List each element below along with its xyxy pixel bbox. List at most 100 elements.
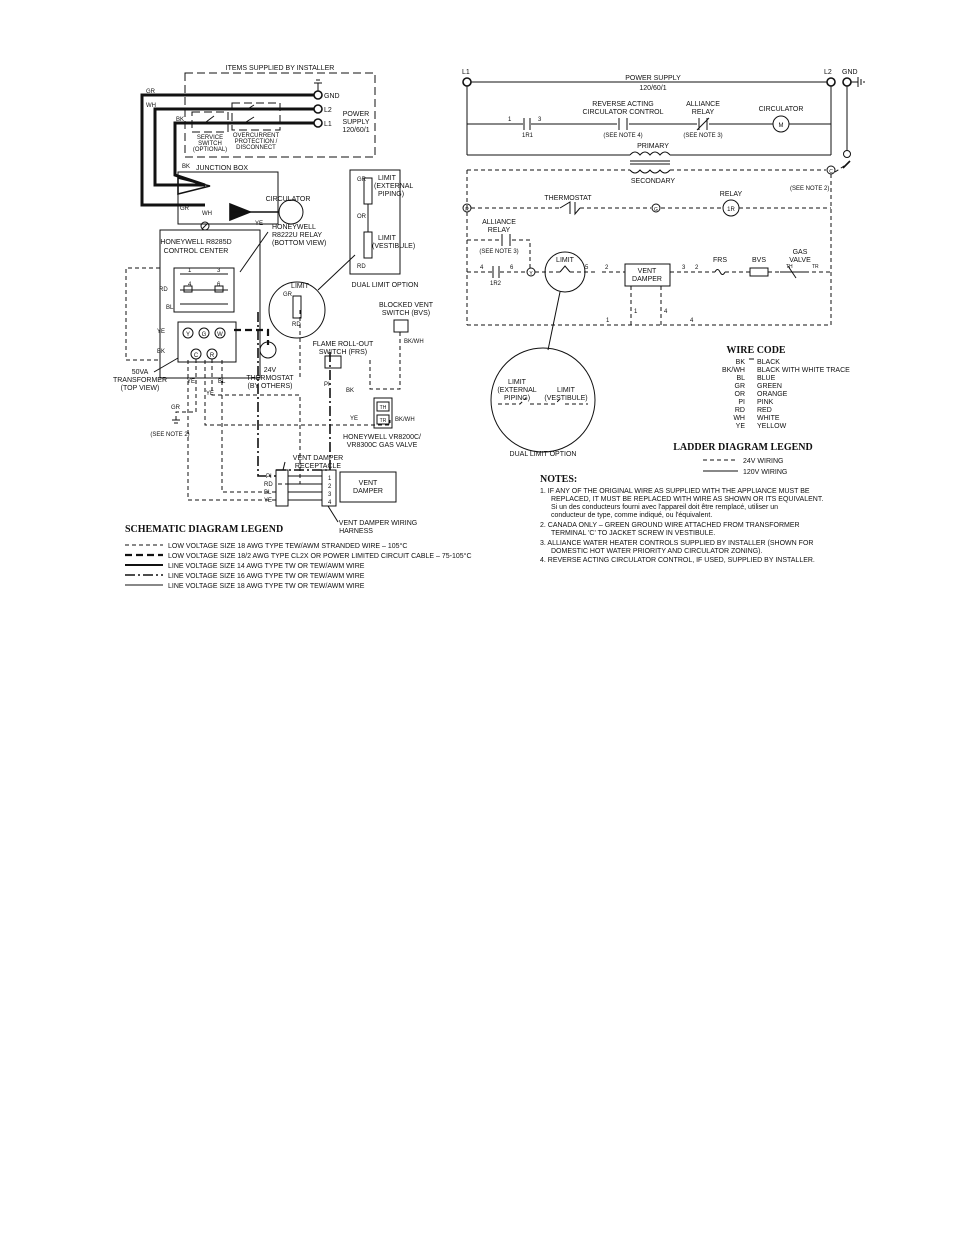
junction-box (177, 171, 279, 225)
ladder-frs-label: FRS (713, 257, 727, 264)
wc-code-bk: BK (736, 359, 746, 366)
note-2-line-1: 2. CANADA ONLY – GREEN GROUND WIRE ATTAC… (540, 522, 800, 529)
dl-rd: RD (357, 264, 366, 270)
wire-bl-harness (221, 360, 276, 493)
power-supply-line3: 120/60/1 (342, 127, 369, 134)
dl-or: OR (357, 214, 367, 220)
relay-pin-4: 4 (188, 282, 192, 288)
wc-code-ye: YE (736, 423, 746, 430)
power-supply-line1: POWER (343, 111, 369, 118)
dl-vest-1: LIMIT (378, 235, 397, 242)
wl-wh-1: WH (202, 211, 212, 217)
wl-bk-1: BK (182, 164, 190, 170)
wl-rd-2: RD (292, 322, 301, 328)
wl-rd-1: RD (159, 287, 168, 293)
harness-pin-3: 3 (328, 492, 332, 498)
thermostat-contact (559, 201, 581, 216)
ladder-legend-24v: 24V WIRING (743, 458, 783, 465)
ladder-gv-label1: GAS (793, 249, 808, 256)
wc-code-or: OR (735, 391, 746, 398)
wc-name-pi: PINK (757, 399, 774, 406)
harness-pin-4: 4 (328, 500, 332, 506)
thermostat-symbol (259, 341, 277, 359)
bvs-symbol (393, 319, 409, 333)
installer-items-header: ITEMS SUPPLIED BY INSTALLER (226, 65, 335, 72)
terminal-g (198, 327, 210, 339)
wire-rd-loop (125, 267, 160, 361)
ladder-relay-label: RELAY (720, 191, 743, 198)
relay-label3: (BOTTOM VIEW) (272, 240, 326, 247)
see-note-2-left: (SEE NOTE 2) (150, 432, 189, 438)
label-l1: L1 (324, 121, 332, 128)
label-y: Y (186, 332, 190, 338)
gas-valve-tr: TR (380, 418, 387, 424)
transformer-primary (629, 151, 671, 156)
ladder-l1-terminal (462, 77, 472, 87)
wire-ye-harness (187, 360, 276, 501)
relay-label2: R8222U RELAY (272, 232, 322, 239)
terminal-gnd (313, 90, 323, 100)
ladder-limit-contact (559, 265, 571, 273)
terminal-block (177, 321, 237, 363)
ladder-vd-label1: VENT (638, 268, 657, 275)
limit-switch (292, 295, 302, 319)
hw-bl: BL (264, 490, 272, 496)
circulator-symbol (278, 199, 304, 225)
wc-code-wh: WH (733, 415, 745, 422)
service-switch-label1: SERVICE (197, 135, 223, 141)
hw-ye: YE (264, 498, 272, 504)
note-1-line-1: 1. IF ANY OF THE ORIGINAL WIRE AS SUPPLI… (540, 488, 810, 495)
vdr-label1: VENT DAMPER (293, 455, 343, 462)
see-note-3-top: (SEE NOTE 3) (683, 133, 722, 139)
alliance-contact (501, 234, 511, 246)
wire-gr-line (140, 93, 314, 207)
ladder-pin-2b: 2 (695, 265, 699, 271)
dual-limit-vest-switch (363, 231, 373, 259)
legend-item-4: LINE VOLTAGE SIZE 16 AWG TYPE TW OR TEW/… (168, 573, 365, 580)
wc-code-rd: RD (735, 407, 745, 414)
wl-bk-2: BK (157, 349, 165, 355)
notes-list: 1. IF ANY OF THE ORIGINAL WIRE AS SUPPLI… (540, 488, 823, 564)
harness-pin-2: 2 (328, 484, 332, 490)
terminal-w (214, 327, 226, 339)
overcurrent-label1: OVERCURRENT (233, 133, 280, 139)
terminal-l2 (313, 104, 323, 114)
label-c: C (194, 353, 199, 359)
secondary-label: SECONDARY (631, 178, 676, 185)
ladder-pin-4b: 4 (690, 318, 694, 324)
thermostat-label1: 24V (264, 367, 277, 374)
transformer-secondary (629, 169, 671, 174)
ladder-gv-label2: VALVE (789, 257, 811, 264)
reverse-control-label2: CIRCULATOR CONTROL (582, 109, 663, 116)
ladder-limit-label: LIMIT (556, 257, 575, 264)
alliance-top-label2: RELAY (692, 109, 715, 116)
ladder-l2-label: L2 (824, 69, 832, 76)
vent-damper-receptacle (275, 469, 289, 507)
power-supply-line2: SUPPLY (342, 119, 369, 126)
note-4-line-1: 4. REVERSE ACTING CIRCULATOR CONTROL, IF… (540, 557, 815, 564)
ladder-diagram: L1 L2 GND POWER SUPPLY 120/60/1 1 3 1R1 … (462, 69, 865, 564)
dl-vest-2: (VESTIBULE) (372, 243, 415, 250)
gas-valve-label2: VR8300C GAS VALVE (347, 442, 418, 449)
ladder-1r2: 1R2 (490, 281, 502, 287)
wl-bl-2: BL (218, 379, 226, 385)
wire-label-wh: WH (146, 103, 156, 109)
alliance-relay-top-contact (696, 117, 710, 131)
frs-symbol (324, 355, 342, 369)
contact-1r2 (492, 266, 500, 278)
ldl-vest-2: (VESTIBULE) (544, 395, 587, 402)
ladder-g-terminal (651, 203, 661, 213)
dual-limit-option-label: DUAL LIMIT OPTION (352, 282, 419, 289)
installer-items-box (184, 72, 376, 158)
overcurrent-label2: PROTECTION / (235, 139, 278, 145)
dl-ext-1: LIMIT (378, 175, 397, 182)
bvs-label2: SWITCH (BVS) (382, 310, 430, 317)
dl-ext-2: (EXTERNAL (374, 183, 413, 190)
alliance-label1: ALLIANCE (482, 219, 516, 226)
note-3-line-1: 3. ALLIANCE WATER HEATER CONTROLS SUPPLI… (540, 540, 813, 547)
bvs-element (749, 267, 769, 277)
wc-name-rd: RED (757, 407, 772, 414)
gas-valve-th: TH (380, 405, 387, 411)
relay-label1: HONEYWELL (272, 224, 316, 231)
